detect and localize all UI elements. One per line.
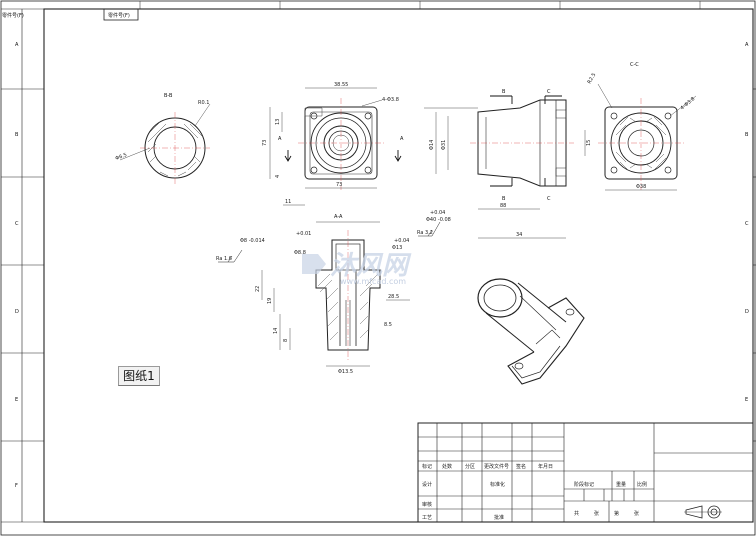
tb-date: 年月日	[538, 463, 553, 470]
cc-radius-dim: R2.5	[587, 72, 598, 85]
zone-c: C	[15, 221, 19, 227]
cut-label-b-top: B	[502, 89, 506, 95]
zone-d: D	[15, 309, 19, 315]
tb-check: 审核	[422, 501, 432, 508]
aa-tol-3: Φ8 -0.014	[240, 238, 265, 244]
tb-page: 第	[614, 510, 619, 517]
side-phi1-dim: Φ14	[429, 140, 435, 150]
tb-standard: 标准化	[490, 481, 505, 488]
cut-label-a-right: A	[400, 136, 404, 142]
zone-e-right: E	[745, 397, 748, 403]
title-block	[417, 422, 754, 523]
part-number-tag: 零件号(F)	[103, 8, 139, 21]
title-block-labels: 标记 处数 分区 更改文件号 签名 年月日 设计 标准化 审核 工艺 批准 阶段…	[422, 463, 647, 521]
front-height-dim: 73	[262, 140, 268, 146]
cc-phi-dim: Φ38	[636, 184, 646, 190]
section-view-a-a: A-A +0.01 Φ8 -0.014 +0.04 Φ40 -0.08 +0.0…	[216, 210, 451, 375]
aa-tol-2: +0.04	[430, 210, 445, 216]
tb-design: 设计	[422, 481, 432, 488]
side-phi2-dim: Φ31	[441, 140, 447, 150]
front-width-dim: 73	[336, 182, 342, 188]
section-view-b-b: B-B R0.1 Φ6.5	[115, 93, 211, 184]
side-len-dim: 88	[500, 203, 506, 209]
zone-b-right: B	[745, 132, 749, 138]
bb-radius-dim: R0.1	[198, 100, 209, 106]
cut-label-a-left: A	[278, 136, 282, 142]
front-top-dim: 38.55	[334, 82, 348, 88]
aa-phi-bottom: Φ13.5	[338, 369, 353, 375]
zone-a-right: A	[745, 42, 749, 48]
projection-symbol-icon	[684, 505, 722, 519]
section-label-b-b: B-B	[164, 93, 173, 99]
aa-h4-dim: 8	[283, 339, 289, 342]
aa-h1-dim: 22	[255, 286, 261, 292]
cut-label-c-bottom: C	[547, 196, 551, 202]
side-view: B C B C Φ14 Φ31 88 34 15	[424, 89, 592, 239]
front-view: A A 38.55 4-Φ3.8 73 11 73 13 4	[262, 82, 404, 206]
tb-weight: 重量	[616, 481, 626, 488]
aa-width-dim: 28.5	[388, 294, 399, 300]
zone-e: E	[15, 397, 18, 403]
zone-f: F	[15, 483, 18, 489]
sheet-tab[interactable]: 图纸1	[118, 366, 160, 386]
front-left-dim: 11	[285, 199, 291, 205]
aa-ra-1: Ra 3.2	[417, 230, 433, 236]
aa-h2-dim: 19	[267, 298, 273, 304]
tb-sheet-word-2: 张	[634, 510, 639, 517]
tb-count: 处数	[442, 463, 452, 470]
watermark-text: 沐风网	[330, 251, 412, 281]
front-v2-dim: 4	[275, 175, 281, 178]
zone-d-right: D	[745, 309, 749, 315]
zone-a: A	[15, 42, 19, 48]
cut-label-c-top: C	[547, 89, 551, 95]
aa-small-dim: 8.5	[384, 322, 392, 328]
aa-tol-1: +0.01	[296, 231, 311, 237]
aa-phi-b: Φ13	[392, 245, 402, 251]
svg-text:零件号(F): 零件号(F)	[108, 12, 130, 19]
left-margin-tag: 零件号(F)	[2, 12, 24, 19]
tb-stage: 阶段标记	[574, 481, 594, 488]
tb-total: 共	[574, 510, 579, 517]
aa-ra-2: Ra 1.6	[216, 256, 232, 262]
tb-process: 工艺	[422, 515, 432, 521]
zone-c-right: C	[745, 221, 749, 227]
tb-zone: 分区	[465, 463, 475, 470]
zone-labels: A B C D E F A B C D E	[15, 42, 749, 489]
aa-tol-4: Φ40 -0.08	[426, 217, 451, 223]
cut-label-b-bottom: B	[502, 196, 506, 202]
watermark-url: www.mfcad.com	[340, 277, 406, 286]
aa-tol-2b: +0.04	[394, 238, 409, 244]
front-v1-dim: 13	[275, 119, 281, 125]
section-label-c-c: C-C	[630, 62, 639, 68]
zone-b: B	[15, 132, 19, 138]
bb-diameter-dim: Φ6.5	[115, 152, 128, 162]
watermark: 沐风网 www.mfcad.com	[302, 251, 412, 286]
watermark-logo	[302, 254, 326, 274]
aa-h3-dim: 14	[273, 328, 279, 334]
tb-change-doc: 更改文件号	[484, 463, 509, 470]
front-hole-dim: 4-Φ3.8	[382, 97, 399, 103]
tb-sheet-word: 张	[594, 510, 599, 517]
section-label-a-a: A-A	[334, 214, 343, 220]
side-total-dim: 34	[516, 232, 522, 238]
section-view-c-c: C-C Φ38 R2.5 4-Φ3.8	[587, 62, 696, 191]
aa-phi-a: Φ8.8	[294, 250, 306, 256]
tb-approve: 批准	[494, 514, 504, 521]
isometric-view	[477, 278, 585, 385]
tb-sign: 签名	[516, 463, 526, 470]
side-h-dim: 15	[586, 140, 592, 146]
tb-scale: 比例	[637, 481, 647, 488]
tb-mark: 标记	[422, 463, 432, 470]
